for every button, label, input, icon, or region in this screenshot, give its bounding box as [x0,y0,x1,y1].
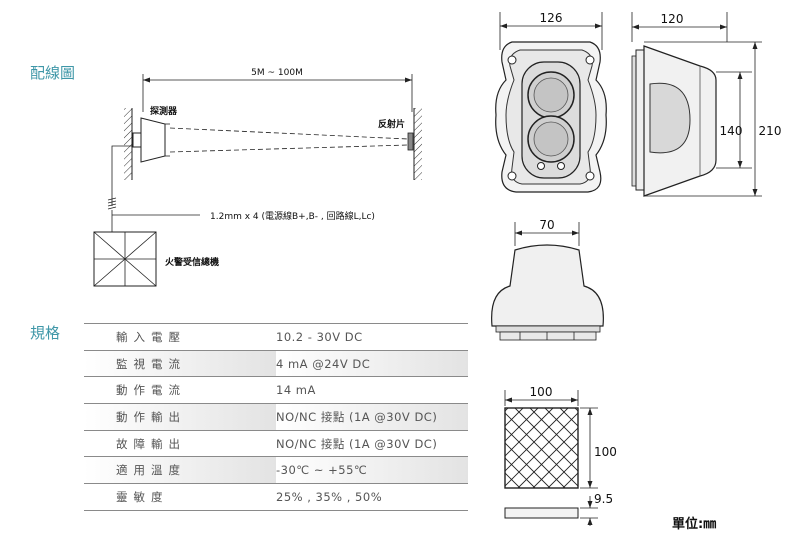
spec-key: 動作電流 [84,376,276,405]
wiring-section-label: 配線圖 [30,64,76,82]
spec-key: 輸入電壓 [84,323,276,351]
reflector-drawing: 100 [504,385,617,526]
right-wall [414,108,422,180]
spec-key: 故障輸出 [84,430,276,458]
detector-label: 探測器 [150,105,178,117]
front-view-drawing: 126 [495,11,607,193]
spec-key: 動作輸出 [84,403,276,431]
spec-key: 監視電流 [84,350,276,378]
top-view-drawing: 70 [491,218,604,341]
left-wall [124,108,132,180]
distance-dimension: 5M ~ 100M [142,68,413,112]
top-width-label: 70 [539,218,554,232]
reflector-icon [407,132,414,151]
fire-panel-icon [93,231,157,287]
front-width-label: 126 [540,11,563,25]
reflector-label: 反射片 [378,118,405,130]
specs-section-label: 規格 [30,324,61,342]
table-row: 適用溫度-30℃ ~ +55℃ [84,456,468,485]
detector-icon [132,117,170,163]
distance-label: 5M ~ 100M [251,68,303,78]
spec-value: NO/NC 接點 (1A @30V DC) [276,430,468,458]
reflector-thickness-label: 9.5 [594,492,613,506]
panel-label: 火警受信總機 [165,256,219,268]
spec-value: 25% , 35% , 50% [276,483,468,511]
spec-value: -30℃ ~ +55℃ [276,456,468,485]
wire-vertical [111,145,133,206]
spec-key: 適用溫度 [84,456,276,485]
spec-value: NO/NC 接點 (1A @30V DC) [276,403,468,431]
side-total-height-label: 210 [759,124,782,138]
spec-key: 靈敏度 [84,483,276,511]
spec-value: 4 mA @24V DC [276,350,468,378]
side-view-drawing: 120 140 210 [631,12,782,197]
side-inner-height-label: 140 [720,124,743,138]
spec-value: 10.2 - 30V DC [276,323,468,351]
unit-label: 單位:㎜ [672,517,717,532]
reflector-height-label: 100 [594,445,617,459]
reflector-width-label: 100 [530,385,553,399]
cable-label: 1.2mm x 4 (電源線B+,B- , 回路線L,Lc) [210,210,375,222]
spec-value: 14 mA [276,376,468,405]
side-depth-label: 120 [661,12,684,26]
